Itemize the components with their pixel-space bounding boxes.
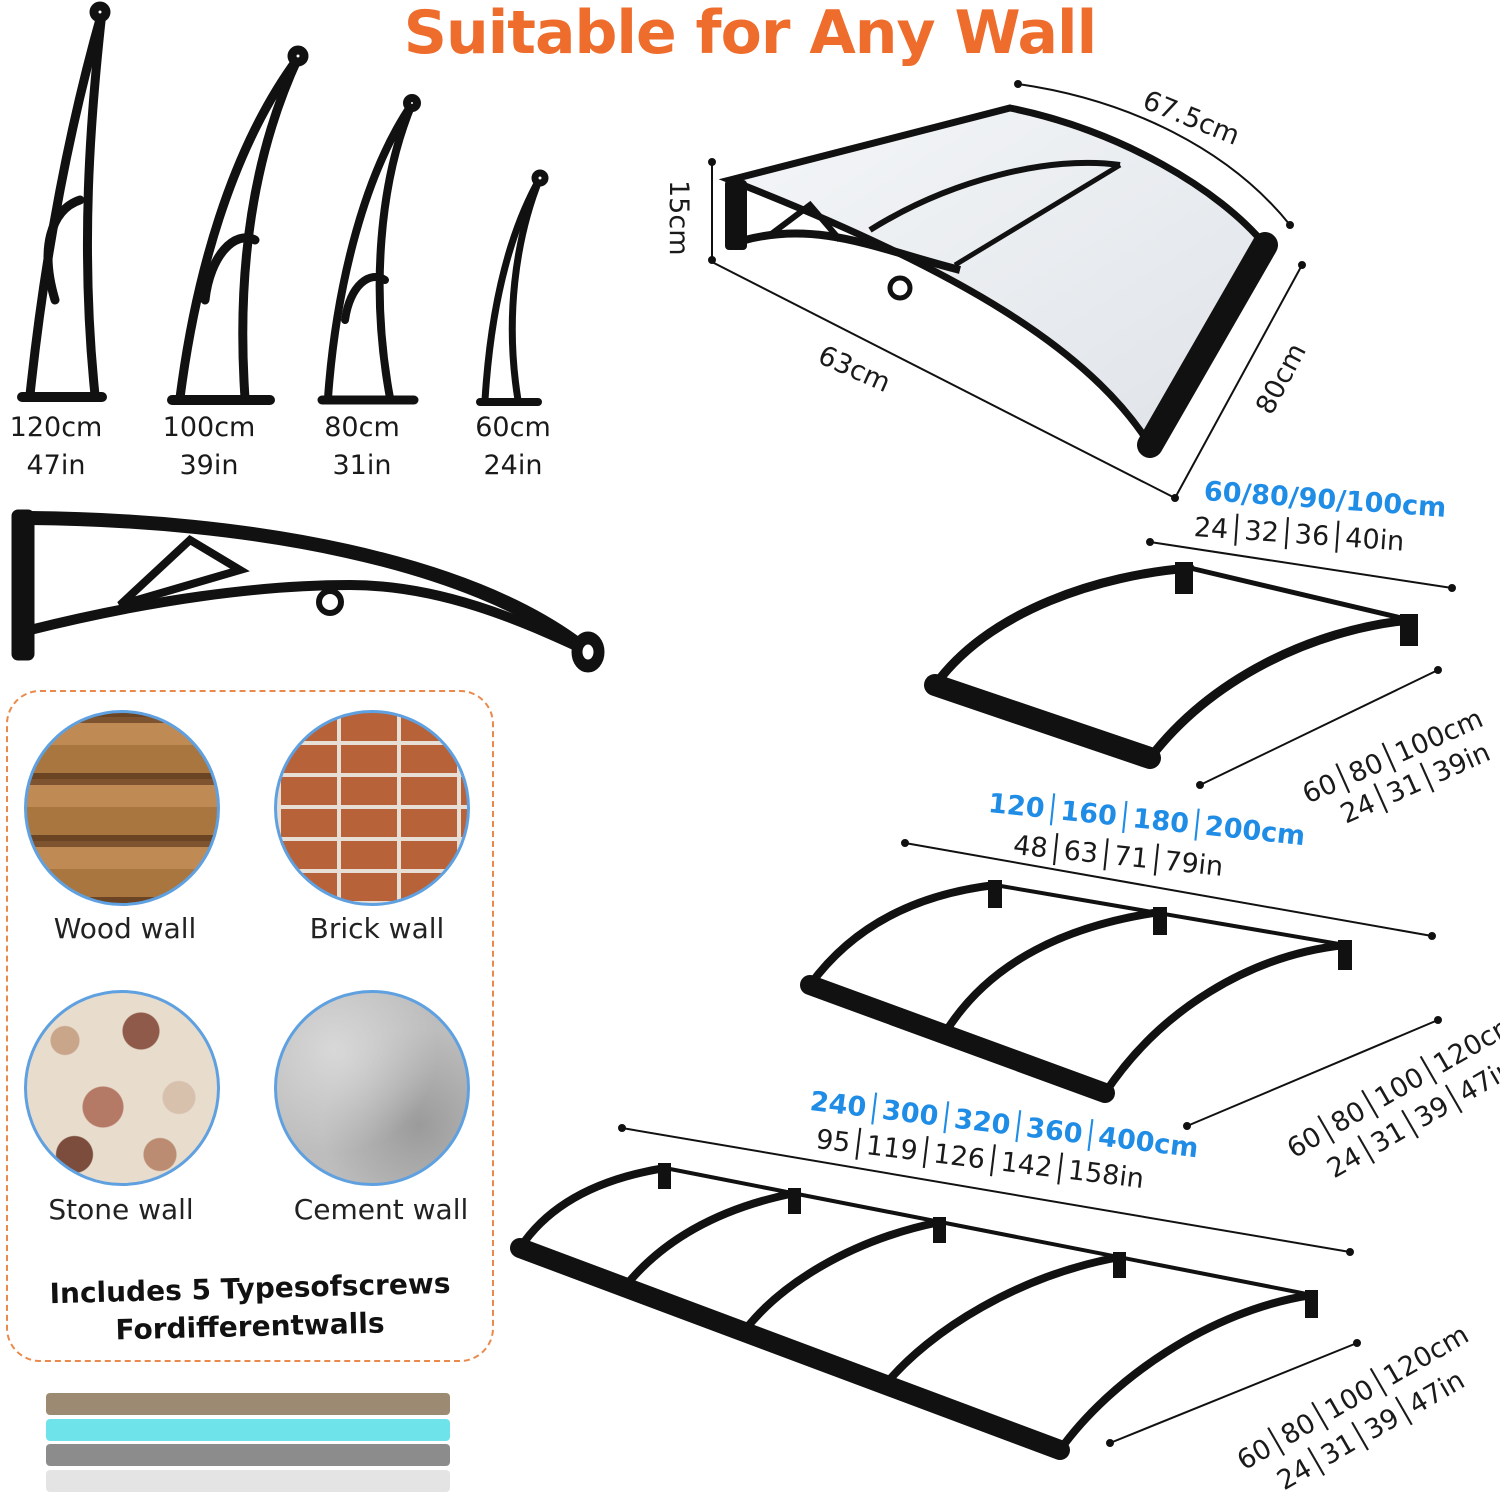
frame-single-bay (924, 562, 1418, 769)
bracket-80-cm: 80cm (324, 412, 400, 443)
bracket-100cm (167, 45, 309, 405)
bracket-60-cm: 60cm (475, 412, 551, 443)
bracket-80-in: 31in (332, 450, 392, 481)
bracket-side-view (11, 509, 605, 673)
wood-wall-label: Wood wall (53, 912, 197, 945)
stone-wall-label: Stone wall (48, 1193, 194, 1226)
bracket-120-in: 47in (26, 450, 86, 481)
screw-strip-1 (46, 1393, 450, 1415)
bracket-60cm (476, 169, 549, 406)
screw-strip-2 (46, 1419, 450, 1441)
screw-strip-3 (46, 1444, 450, 1466)
bracket-60-in: 24in (483, 450, 543, 481)
frame-double-dimension-lines (901, 839, 1442, 1130)
frame-quad-dimension-lines (618, 1124, 1361, 1447)
canopy-clear-panel (718, 104, 1278, 458)
wood-texture-icon (24, 710, 220, 906)
canopy-dimension-lines (708, 80, 1306, 502)
page-title: Suitable for Any Wall (403, 0, 1097, 68)
canopy-height: 15cm (663, 180, 694, 256)
bracket-120-cm: 120cm (9, 412, 103, 443)
screw-strip-4 (46, 1470, 450, 1492)
cement-texture-icon (274, 990, 470, 1186)
frame-double-bay (800, 880, 1352, 1103)
frame-single-dimension-lines (1146, 538, 1456, 789)
brick-wall-label: Brick wall (309, 912, 445, 945)
stone-texture-icon (24, 990, 220, 1186)
bracket-100-cm: 100cm (162, 412, 256, 443)
bracket-120cm (17, 1, 111, 402)
wall-types-panel (6, 690, 494, 1362)
bracket-100-in: 39in (179, 450, 239, 481)
frame-quad-bay (510, 1163, 1318, 1460)
brick-texture-icon (274, 710, 470, 906)
bracket-80cm (317, 94, 421, 405)
cement-wall-label: Cement wall (293, 1193, 469, 1226)
